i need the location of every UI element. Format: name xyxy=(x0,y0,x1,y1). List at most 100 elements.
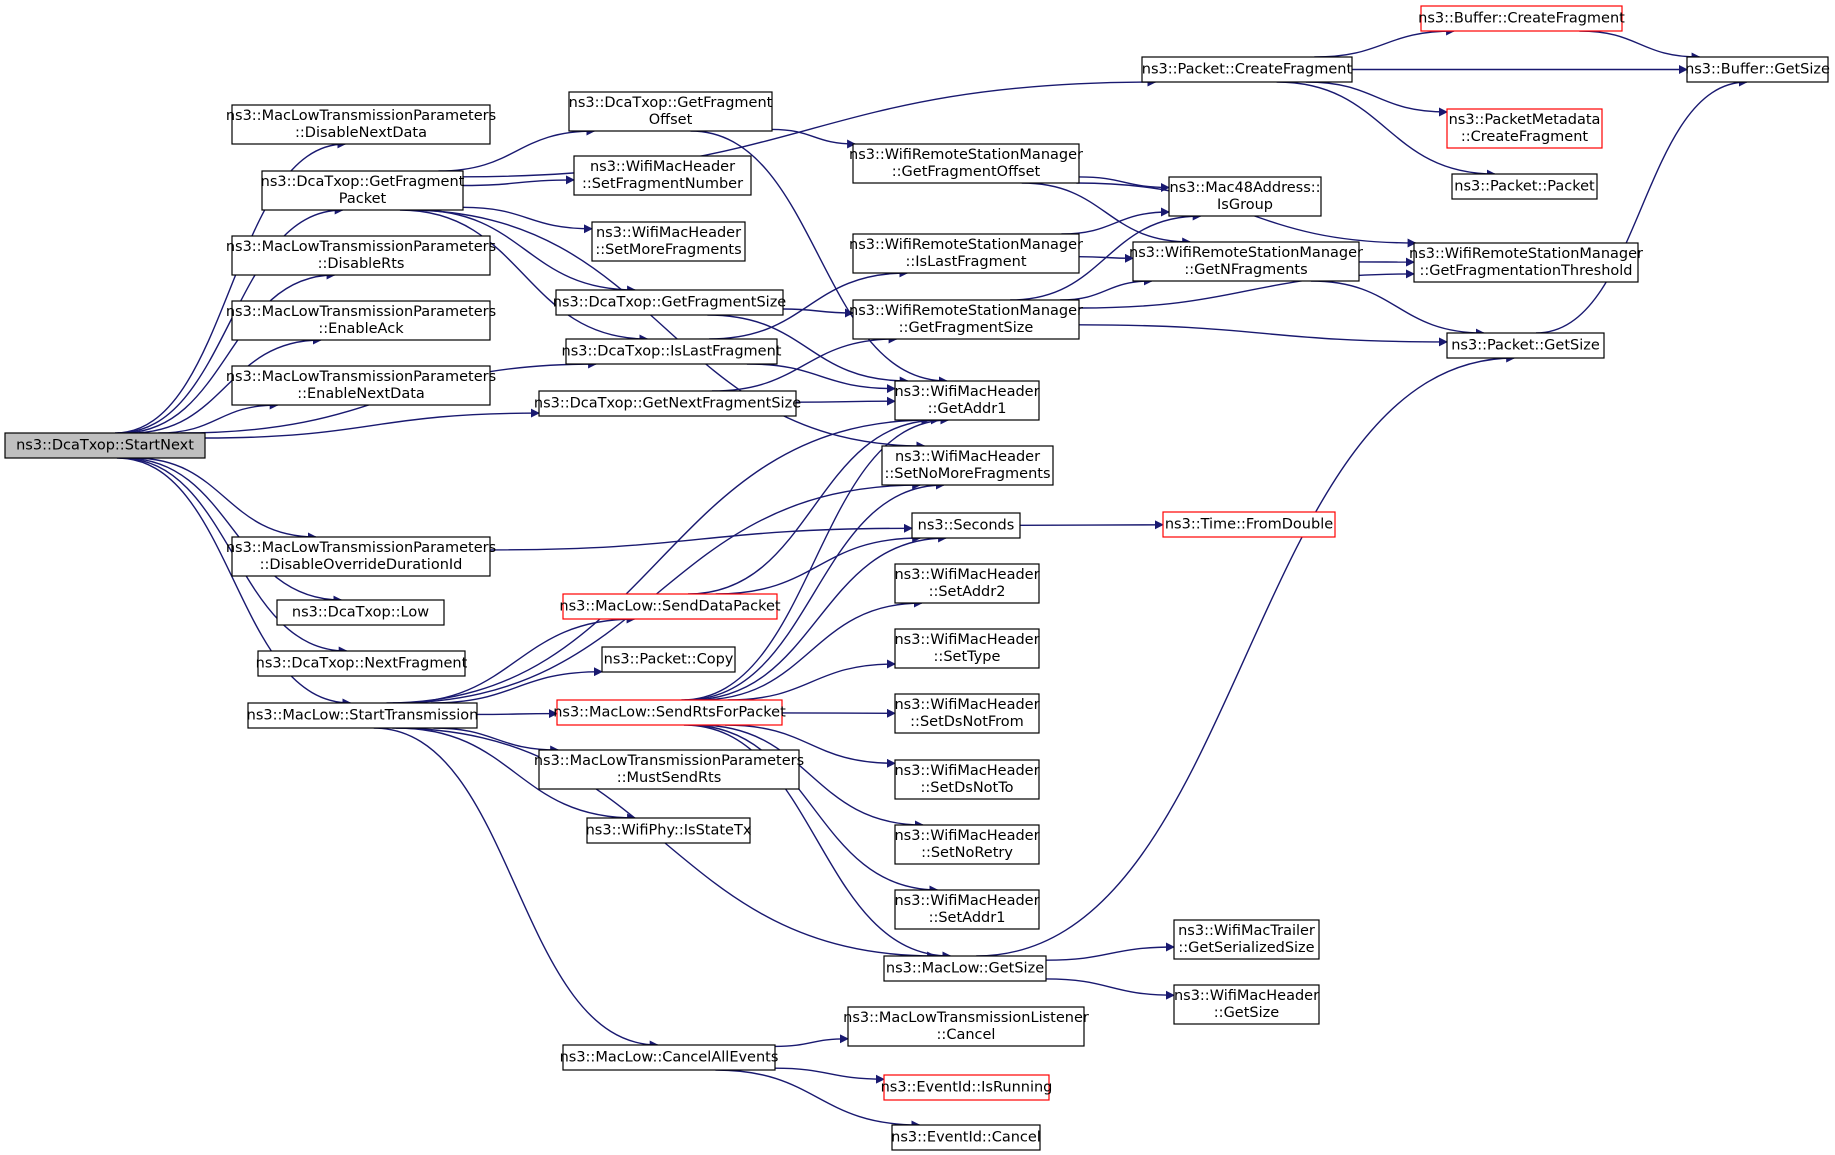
edge-n10-n26 xyxy=(690,130,948,386)
node-label: ns3::WifiRemoteStationManager xyxy=(849,303,1083,319)
node-n45[interactable]: ns3::PacketMetadata::CreateFragment xyxy=(1446,108,1603,149)
node-n38[interactable]: ns3::EventId::Cancel xyxy=(891,1124,1041,1151)
edge-n18-n29 xyxy=(698,598,923,701)
node-box xyxy=(231,300,491,341)
node-n48[interactable]: ns3::Packet::GetSize xyxy=(1446,332,1605,359)
node-n13[interactable]: ns3::DcaTxop::GetFragmentSize xyxy=(553,289,787,316)
node-label: ns3::DcaTxop::GetFragment xyxy=(261,174,465,190)
node-n34[interactable]: ns3::WifiMacHeader::SetAddr1 xyxy=(894,889,1040,930)
node-label: ::EnableNextData xyxy=(297,386,425,402)
node-label: ::DisableOverrideDurationId xyxy=(260,557,463,573)
node-n37[interactable]: ns3::EventId::IsRunning xyxy=(881,1074,1053,1101)
edge-n18-n32 xyxy=(724,724,896,768)
node-label: ns3::DcaTxop::GetFragmentSize xyxy=(553,295,787,311)
edge-n40-n48 xyxy=(1310,280,1485,338)
node-n17[interactable]: ns3::Packet::Copy xyxy=(601,646,736,673)
node-box xyxy=(231,365,491,406)
node-n16[interactable]: ns3::MacLow::SendDataPacket xyxy=(559,593,781,620)
node-n31[interactable]: ns3::WifiMacHeader::SetDsNotFrom xyxy=(894,693,1040,734)
node-n30[interactable]: ns3::WifiMacHeader::SetType xyxy=(894,628,1040,669)
node-n27[interactable]: ns3::WifiMacHeader::SetNoMoreFragments xyxy=(881,445,1054,486)
edge-n24-n39 xyxy=(1061,207,1170,235)
node-label: ::Cancel xyxy=(937,1027,996,1043)
edge-n21-n37 xyxy=(774,1067,885,1084)
node-n21[interactable]: ns3::MacLow::CancelAllEvents xyxy=(560,1044,779,1071)
node-label: ns3::DcaTxop::Low xyxy=(292,605,429,621)
node-box xyxy=(852,143,1080,184)
edge-n35-n43 xyxy=(1045,978,1175,1000)
edge-n15-n26 xyxy=(795,396,896,406)
node-box xyxy=(1132,241,1360,282)
node-label: ns3::WifiRemoteStationManager xyxy=(849,147,1083,163)
node-n36[interactable]: ns3::MacLowTransmissionListener::Cancel xyxy=(843,1006,1089,1047)
node-n6[interactable]: ns3::MacLowTransmissionParameters::Disab… xyxy=(226,536,496,577)
node-n11[interactable]: ns3::WifiMacHeader::SetFragmentNumber xyxy=(573,155,752,196)
node-n18[interactable]: ns3::MacLow::SendRtsForPacket xyxy=(553,699,786,726)
node-n43[interactable]: ns3::WifiMacHeader::GetSize xyxy=(1173,984,1320,1025)
edge-n16-n28 xyxy=(715,533,922,595)
node-label: ns3::Mac48Address:: xyxy=(1169,180,1320,196)
node-n41[interactable]: ns3::Time::FromDouble xyxy=(1162,511,1336,538)
node-box xyxy=(847,1006,1085,1047)
edge-n21-n36 xyxy=(774,1034,849,1048)
edge-n2-n13 xyxy=(415,209,637,295)
node-label: ns3::WifiMacHeader xyxy=(894,697,1039,713)
node-n10[interactable]: ns3::DcaTxop::GetFragmentOffset xyxy=(568,91,773,132)
node-n20[interactable]: ns3::WifiPhy::IsStateTx xyxy=(586,817,752,844)
node-box xyxy=(852,299,1080,340)
edge-n44-n49 xyxy=(1579,30,1701,62)
node-n12[interactable]: ns3::WifiMacHeader::SetMoreFragments xyxy=(591,221,746,262)
node-n22[interactable]: ns3::Packet::CreateFragment xyxy=(1141,56,1353,83)
node-n44[interactable]: ns3::Buffer::CreateFragment xyxy=(1418,5,1625,32)
edge-n9-n26 xyxy=(386,415,931,704)
node-box xyxy=(1446,108,1603,149)
node-n47[interactable]: ns3::WifiRemoteStationManager::GetFragme… xyxy=(1409,242,1643,283)
node-label: ::SetNoMoreFragments xyxy=(884,466,1050,482)
edge-n2-n11 xyxy=(462,175,575,187)
node-label: ::GetFragmentSize xyxy=(899,320,1034,336)
node-box xyxy=(894,759,1040,800)
node-label: ns3::WifiMacHeader xyxy=(1174,988,1319,1004)
node-n14[interactable]: ns3::DcaTxop::IsLastFragment xyxy=(562,338,782,365)
node-label: ns3::WifiMacTrailer xyxy=(1178,923,1315,939)
node-n39[interactable]: ns3::Mac48Address::IsGroup xyxy=(1168,176,1322,217)
node-n40[interactable]: ns3::WifiRemoteStationManager::GetNFragm… xyxy=(1129,241,1363,282)
node-label: ::GetSerializedSize xyxy=(1178,940,1314,956)
node-n49[interactable]: ns3::Buffer::GetSize xyxy=(1685,56,1830,83)
node-n29[interactable]: ns3::WifiMacHeader::SetAddr2 xyxy=(894,563,1040,604)
node-n4[interactable]: ns3::MacLowTransmissionParameters::Enabl… xyxy=(226,300,496,341)
node-n46[interactable]: ns3::Packet::Packet xyxy=(1451,173,1598,200)
edge-n0-n7 xyxy=(124,457,343,605)
node-n33[interactable]: ns3::WifiMacHeader::SetNoRetry xyxy=(894,824,1040,865)
node-n1[interactable]: ns3::MacLowTransmissionParameters::Disab… xyxy=(226,104,496,145)
node-n7[interactable]: ns3::DcaTxop::Low xyxy=(276,599,445,626)
node-n8[interactable]: ns3::DcaTxop::NextFragment xyxy=(256,650,468,677)
node-n15[interactable]: ns3::DcaTxop::GetNextFragmentSize xyxy=(534,390,801,417)
node-label: ns3::DcaTxop::GetFragment xyxy=(569,95,773,111)
node-label: ns3::MacLowTransmissionParameters xyxy=(226,540,496,556)
node-box xyxy=(883,1074,1050,1101)
node-n3[interactable]: ns3::MacLowTransmissionParameters::Disab… xyxy=(226,235,496,276)
edge-n28-n41 xyxy=(1019,520,1164,530)
node-label: ::SetFragmentNumber xyxy=(582,176,743,192)
node-label: ns3::DcaTxop::GetNextFragmentSize xyxy=(534,396,801,412)
node-n28[interactable]: ns3::Seconds xyxy=(911,512,1021,539)
node-n25[interactable]: ns3::WifiRemoteStationManager::GetFragme… xyxy=(849,299,1083,340)
node-n9[interactable]: ns3::MacLow::StartTransmission xyxy=(247,702,479,729)
nodes-layer: ns3::DcaTxop::StartNextns3::MacLowTransm… xyxy=(4,5,1830,1151)
edge-n18-n35 xyxy=(683,724,952,961)
edge-n25-n48 xyxy=(1078,324,1448,347)
node-n24[interactable]: ns3::WifiRemoteStationManager::IsLastFra… xyxy=(849,233,1083,274)
node-n0[interactable]: ns3::DcaTxop::StartNext xyxy=(4,432,206,459)
node-n32[interactable]: ns3::WifiMacHeader::SetDsNotTo xyxy=(894,759,1040,800)
node-label: ns3::WifiMacHeader xyxy=(596,225,741,241)
node-n26[interactable]: ns3::WifiMacHeader::GetAddr1 xyxy=(894,380,1040,421)
node-n5[interactable]: ns3::MacLowTransmissionParameters::Enabl… xyxy=(226,365,496,406)
node-label: ns3::DcaTxop::StartNext xyxy=(16,438,194,454)
node-n35[interactable]: ns3::MacLow::GetSize xyxy=(883,955,1047,982)
node-n23[interactable]: ns3::WifiRemoteStationManager::GetFragme… xyxy=(849,143,1083,184)
node-n19[interactable]: ns3::MacLowTransmissionParameters::MustS… xyxy=(534,749,804,790)
node-n42[interactable]: ns3::WifiMacTrailer::GetSerializedSize xyxy=(1173,919,1320,960)
node-box xyxy=(231,235,491,276)
